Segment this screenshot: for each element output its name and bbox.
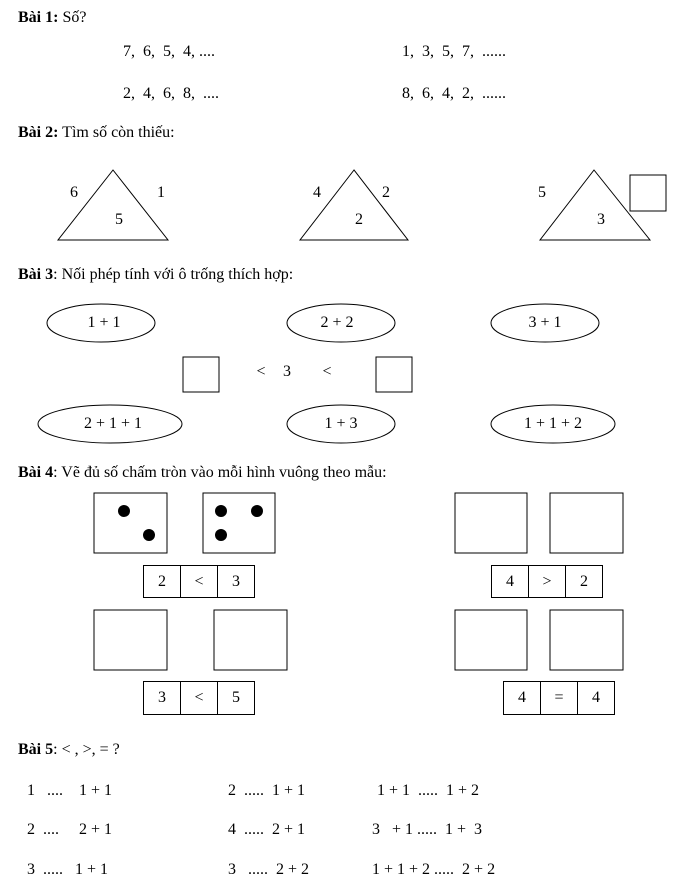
less-than: < <box>322 363 332 380</box>
comparison-item: 2 ..... 1 + 1 <box>228 782 306 799</box>
answer-box[interactable] <box>629 174 667 212</box>
comparison-item: 2 .... 2 + 1 <box>27 821 113 838</box>
less-than: < <box>256 363 266 380</box>
dot-square <box>202 492 276 554</box>
expr: 2 + 2 <box>320 314 354 331</box>
tri-center: 2 <box>355 211 363 228</box>
dot-square[interactable] <box>213 609 288 671</box>
dot-square[interactable] <box>549 609 624 671</box>
tri-center: 3 <box>597 211 605 228</box>
comparison-item: 3 ..... 2 + 2 <box>228 861 310 878</box>
triangle-2 <box>298 169 410 241</box>
dot <box>118 505 130 517</box>
tri-left: 4 <box>313 184 321 201</box>
empty-box-right[interactable] <box>375 356 413 393</box>
comparison-item: 4 ..... 2 + 1 <box>228 821 306 838</box>
ellipse-top-2[interactable] <box>286 303 396 343</box>
comparison-item: 1 + 1 + 2 ..... 2 + 2 <box>372 861 496 878</box>
comparison-item: 1 + 1 ..... 1 + 2 <box>377 782 480 799</box>
dot-square[interactable] <box>93 609 168 671</box>
ellipse-bottom-1[interactable] <box>37 404 183 444</box>
tri-left: 5 <box>538 184 546 201</box>
ellipse-bottom-2[interactable] <box>286 404 396 444</box>
expr: 3 + 1 <box>528 314 562 331</box>
dot-square[interactable] <box>454 609 528 671</box>
tri-right: 1 <box>157 184 165 201</box>
expr: 2 + 1 + 1 <box>83 415 143 432</box>
ellipse-bottom-3[interactable] <box>490 404 616 444</box>
dot-square <box>93 492 168 554</box>
tri-center: 5 <box>115 211 123 228</box>
bai1-heading: Bài 1: Số? <box>18 9 87 26</box>
dot <box>215 529 227 541</box>
expr: 1 + 3 <box>324 415 358 432</box>
comparison-item: 3 ..... 1 + 1 <box>27 861 109 878</box>
bai2-heading: Bài 2: Tìm số còn thiếu: <box>18 124 175 141</box>
triangle-1 <box>56 169 170 241</box>
expr: 1 + 1 <box>87 314 121 331</box>
dot <box>215 505 227 517</box>
triangle-3 <box>538 169 652 241</box>
comparison-box: 4>2 <box>491 565 603 598</box>
dot <box>251 505 263 517</box>
tri-right: 2 <box>382 184 390 201</box>
dot-square[interactable] <box>454 492 528 554</box>
comparison-box: 3<5 <box>143 681 255 715</box>
comparison-item: 3 + 1 ..... 1 + 3 <box>372 821 483 838</box>
bai3-heading: Bài 3: Nối phép tính với ô trống thích h… <box>18 266 294 283</box>
comparison-box: 4=4 <box>503 681 615 715</box>
dot-square[interactable] <box>549 492 624 554</box>
number: 3 <box>283 363 291 380</box>
sequence: 7, 6, 5, 4, .... <box>123 43 215 60</box>
bai4-heading: Bài 4: Vẽ đủ số chấm tròn vào mỗi hình v… <box>18 464 387 481</box>
ellipse-top-3[interactable] <box>490 303 600 343</box>
sequence: 8, 6, 4, 2, ...... <box>402 85 506 102</box>
comparison-item: 1 .... 1 + 1 <box>27 782 113 799</box>
comparison-box: 2<3 <box>143 565 255 598</box>
tri-left: 6 <box>70 184 78 201</box>
expr: 1 + 1 + 2 <box>523 415 583 432</box>
sequence: 2, 4, 6, 8, .... <box>123 85 219 102</box>
dot <box>143 529 155 541</box>
sequence: 1, 3, 5, 7, ...... <box>402 43 506 60</box>
empty-box-left[interactable] <box>182 356 220 393</box>
bai5-heading: Bài 5: < , >, = ? <box>18 741 120 758</box>
ellipse-top-1[interactable] <box>46 303 156 343</box>
